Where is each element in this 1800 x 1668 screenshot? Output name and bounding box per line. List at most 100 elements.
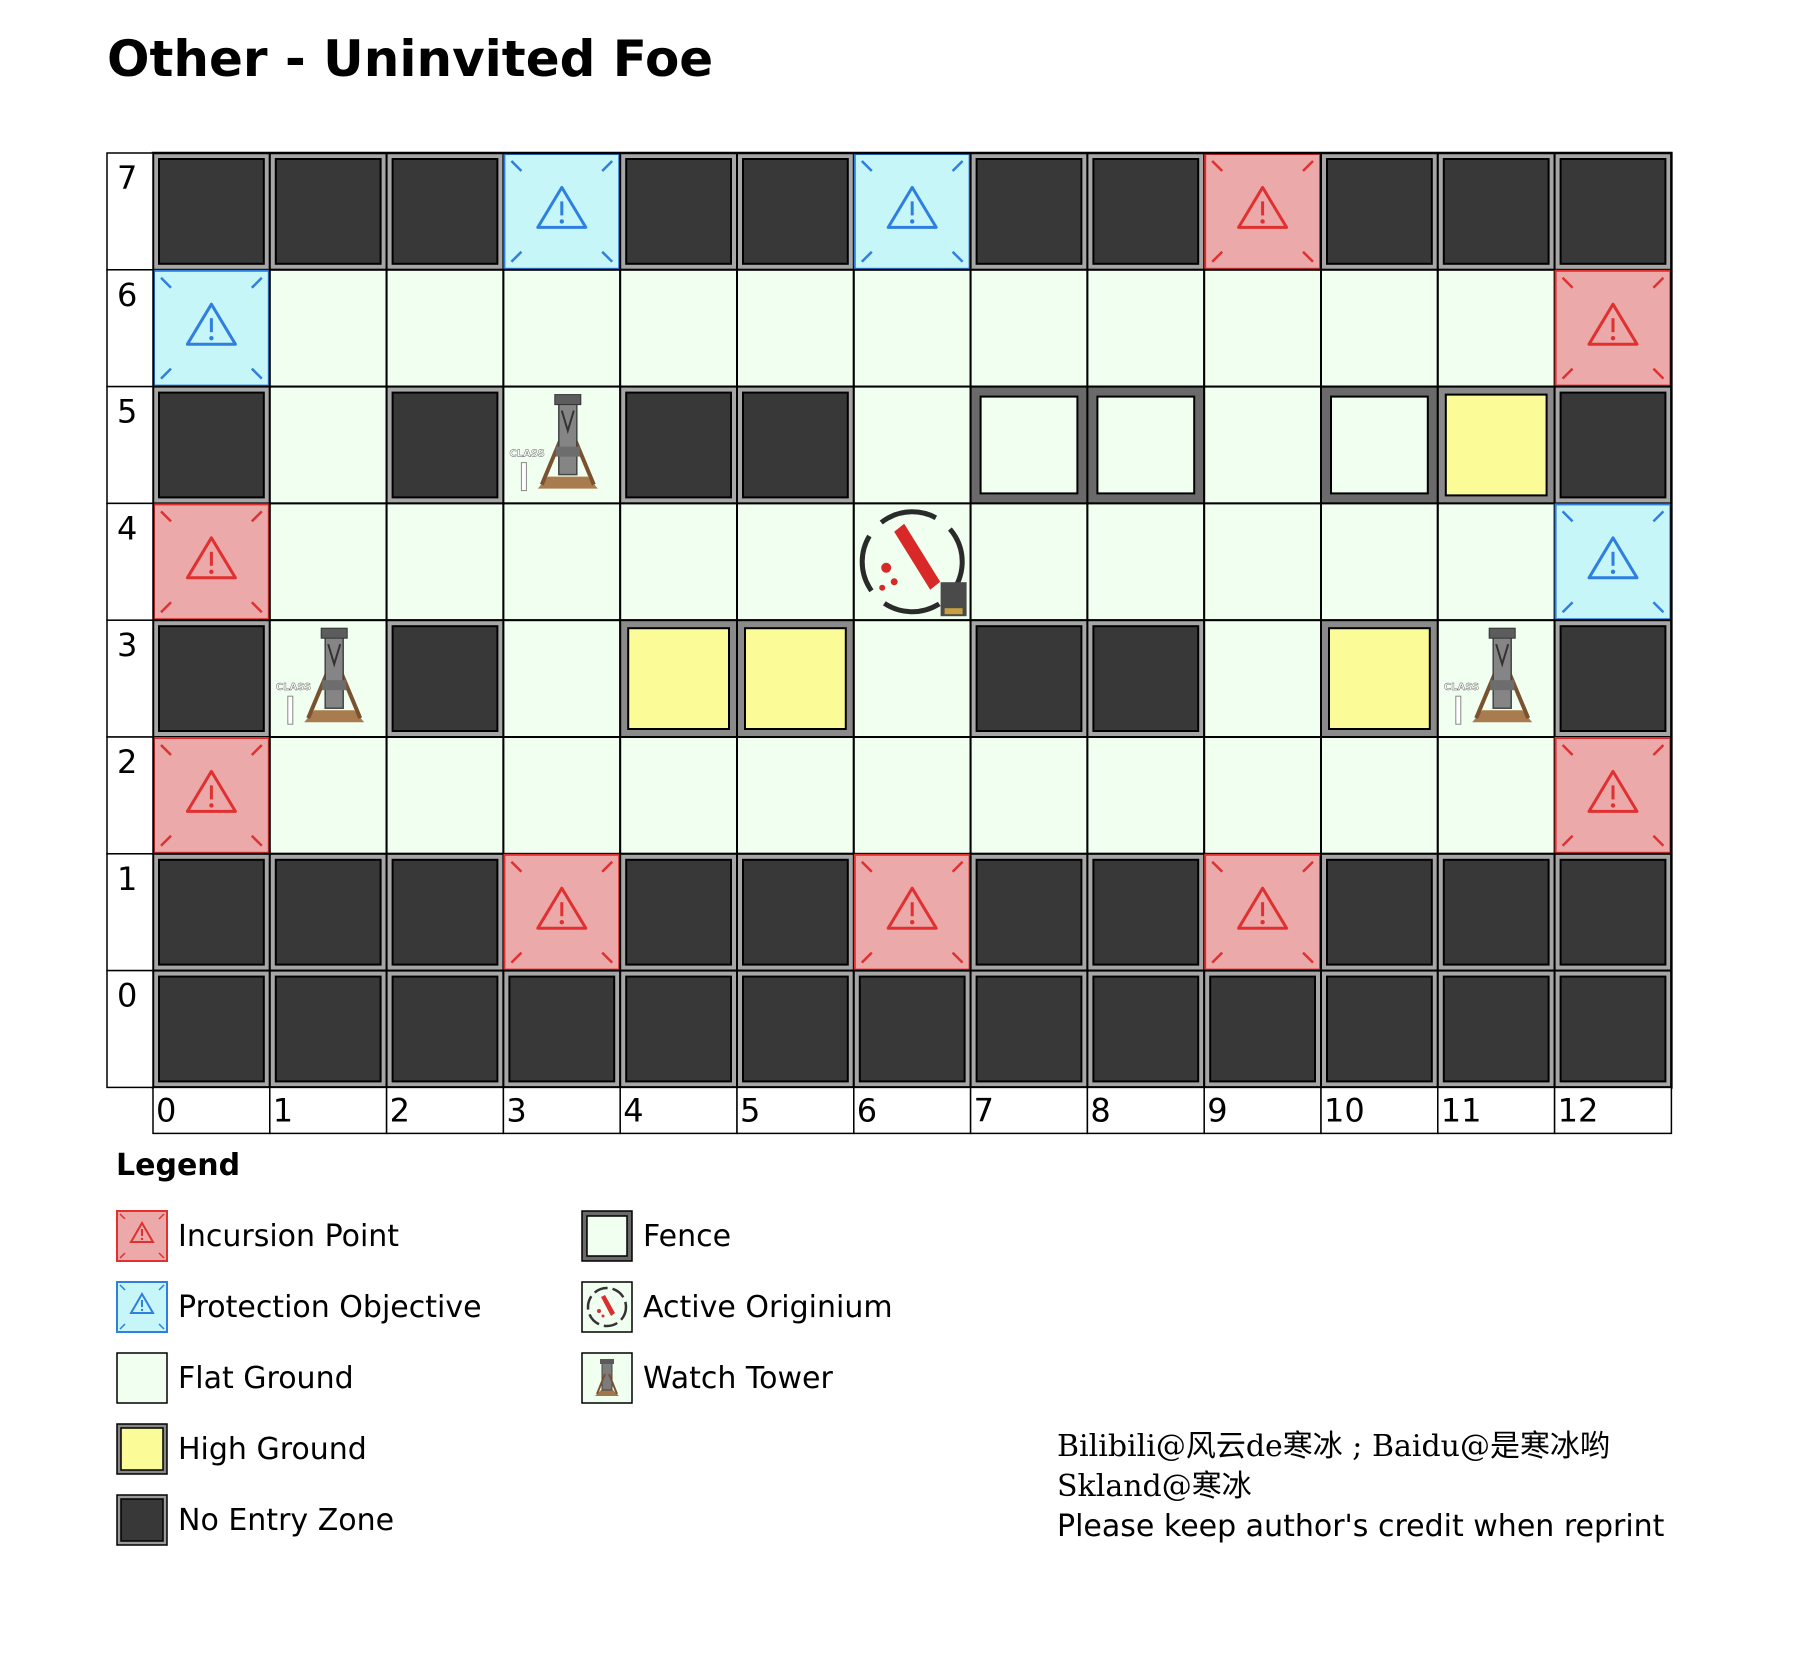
incursion-point-icon: [116, 1210, 168, 1262]
y-label-cell: [106, 269, 154, 388]
tile-flat-ground: [736, 268, 855, 388]
tile-incursion-point: [1204, 153, 1321, 270]
tile-fence: [1086, 385, 1206, 505]
watch-tower-tag: CLASS: [509, 449, 544, 460]
tile-no-entry: [736, 969, 855, 1089]
tile-no-entry: [1553, 152, 1673, 271]
tile-fence: [1320, 385, 1439, 505]
x-label-cell: [969, 1086, 1089, 1135]
tile-flat-ground: [736, 502, 855, 622]
legend-label: Flat Ground: [178, 1360, 354, 1396]
tile-no-entry: [1436, 852, 1556, 972]
tile-incursion-point: [153, 737, 270, 854]
x-axis-label: 3: [506, 1091, 526, 1129]
tile-no-entry: [1320, 969, 1439, 1089]
tile-flat-ground: [1436, 736, 1556, 855]
x-axis-label: 0: [156, 1091, 176, 1129]
tile-flat-ground: [619, 268, 739, 388]
x-label-cell: [736, 1086, 855, 1135]
tile-incursion-point: [853, 853, 971, 971]
tile-no-entry: [1086, 969, 1206, 1089]
legend-item-flat-ground: Flat Ground: [116, 1352, 354, 1404]
legend-item-protection-objective: Protection Objective: [116, 1281, 482, 1333]
tile-no-entry: [1553, 385, 1673, 505]
tile-no-entry: [969, 852, 1089, 972]
tile-no-entry: [1086, 152, 1206, 271]
tile-incursion-point: [1204, 853, 1321, 971]
legend-label: Watch Tower: [643, 1360, 833, 1396]
legend-item-active-originium: Active Originium: [581, 1281, 893, 1333]
x-axis-label: 7: [974, 1091, 994, 1129]
tile-no-entry: [1553, 852, 1673, 972]
x-axis-label: 10: [1324, 1091, 1365, 1129]
tile-flat-ground: [969, 502, 1089, 622]
x-axis-label: 11: [1441, 1091, 1482, 1129]
watch-tower-tag: CLASS: [276, 682, 311, 693]
x-label-cell: [1320, 1086, 1439, 1135]
watch-tower-icon: [581, 1352, 633, 1404]
legend-label: Fence: [643, 1218, 732, 1254]
x-label-cell: [619, 1086, 738, 1135]
tile-no-entry: [1436, 152, 1556, 271]
tile-no-entry: [502, 969, 622, 1089]
tile-flat-ground: [502, 736, 622, 855]
y-axis-label: 2: [117, 743, 137, 781]
tile-high-ground: [1436, 385, 1556, 505]
tile-no-entry: [1320, 852, 1439, 972]
tile-flat-ground: [502, 268, 622, 388]
credit-line-3: Please keep author's credit when reprint: [1057, 1509, 1665, 1544]
y-axis-label: 5: [117, 393, 137, 431]
tile-no-entry: [1553, 619, 1673, 739]
legend-title: Legend: [116, 1148, 241, 1183]
flat-ground-icon: [116, 1352, 168, 1404]
tile-high-ground: [619, 619, 739, 739]
x-label-cell: [152, 1086, 271, 1135]
tile-flat-ground: [736, 736, 855, 855]
legend-item-high-ground: High Ground: [116, 1423, 367, 1475]
legend-item-fence: Fence: [581, 1210, 731, 1262]
tile-high-ground: [736, 619, 855, 739]
tile-no-entry: [619, 852, 739, 972]
tile-flat-ground: [268, 268, 388, 388]
tile-flat-ground: [1436, 502, 1556, 622]
tile-no-entry: [268, 852, 388, 972]
y-label-cell: [106, 619, 154, 738]
tile-flat-ground: [619, 502, 739, 622]
x-axis-label: 6: [857, 1091, 877, 1129]
tile-no-entry: [619, 152, 739, 271]
active-originium-icon: [581, 1281, 633, 1333]
tile-flat-ground: [1203, 268, 1322, 388]
y-label-cell: [106, 969, 154, 1089]
tile-no-entry: [385, 619, 505, 739]
x-axis-label: 4: [623, 1091, 643, 1129]
x-axis-label: 5: [740, 1091, 760, 1129]
tile-flat-ground: [1086, 736, 1206, 855]
tile-no-entry: [385, 152, 505, 271]
tile-flat-ground: [385, 268, 505, 388]
x-label-cell: [1437, 1086, 1556, 1135]
tile-flat-ground: [268, 502, 388, 622]
legend-item-no-entry-zone: No Entry Zone: [116, 1494, 394, 1546]
tile-no-entry: [969, 152, 1089, 271]
tile-watch-tower: CLASS: [1436, 619, 1556, 739]
tile-protection-objective: [1554, 503, 1672, 621]
y-label-cell: [106, 853, 154, 972]
x-label-cell: [1553, 1086, 1673, 1135]
y-axis-label: 6: [117, 276, 137, 314]
tile-flat-ground: [502, 502, 622, 622]
tile-flat-ground: [502, 619, 622, 739]
tile-no-entry: [152, 152, 271, 271]
y-label-cell: [106, 385, 154, 505]
legend-label: Incursion Point: [178, 1218, 400, 1254]
tile-flat-ground: [1203, 619, 1322, 739]
x-axis-label: 12: [1558, 1091, 1599, 1129]
legend-label: High Ground: [178, 1431, 367, 1467]
tile-no-entry: [152, 969, 271, 1089]
tile-no-entry: [969, 969, 1089, 1089]
x-axis-label: 8: [1090, 1091, 1110, 1129]
legend-item-incursion-point: Incursion Point: [116, 1210, 399, 1262]
tile-incursion-point: [1554, 737, 1672, 854]
tile-flat-ground: [385, 736, 505, 855]
legend-label: No Entry Zone: [178, 1502, 395, 1538]
